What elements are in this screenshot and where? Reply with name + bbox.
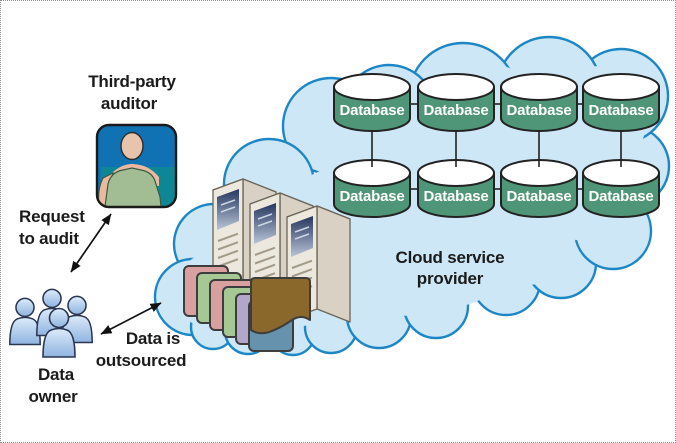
data-owner-label-line2: owner	[28, 387, 78, 406]
database-cylinder-icon	[417, 159, 495, 218]
data-folders-icon	[183, 265, 311, 352]
database-cylinder-icon	[500, 73, 578, 132]
database-cylinder-icon	[417, 73, 495, 132]
database-cylinder-icon	[333, 159, 411, 218]
database-label: Database	[423, 102, 488, 119]
cloud-provider-label-line2: provider	[417, 269, 484, 288]
database-grid: Database Database Database Database Data…	[333, 73, 660, 218]
cloud-provider-label-line1: Cloud service	[396, 248, 505, 267]
request-audit-label-line2: to audit	[19, 229, 79, 248]
database-label: Database	[506, 188, 571, 205]
request-audit-label-line1: Request	[19, 207, 85, 226]
database-label: Database	[339, 102, 404, 119]
database-label: Database	[423, 188, 488, 205]
database-label: Database	[339, 188, 404, 205]
database-label: Database	[506, 102, 571, 119]
database-connectors	[371, 103, 622, 190]
data-owner-label-line1: Data	[38, 365, 75, 384]
data-outsourced-label-line2: outsourced	[96, 351, 187, 370]
data-outsourced-label-line1: Data is	[126, 329, 180, 348]
database-cylinder-icon	[333, 73, 411, 132]
auditor-shirt	[104, 167, 162, 207]
database-cylinder-icon	[582, 159, 660, 218]
data-outsourced-arrow	[100, 302, 162, 335]
database-label: Database	[588, 188, 653, 205]
auditor-label-line2: auditor	[101, 94, 158, 113]
auditor-label-line1: Third-party	[88, 72, 176, 91]
folder-icon	[250, 277, 311, 335]
audit-request-arrow	[70, 213, 112, 273]
database-cylinder-icon	[582, 73, 660, 132]
person-icon	[9, 297, 41, 346]
third-party-auditor-icon	[95, 123, 178, 209]
auditor-head	[120, 131, 144, 161]
database-label: Database	[588, 102, 653, 119]
data-owner-people-icon	[9, 288, 93, 358]
